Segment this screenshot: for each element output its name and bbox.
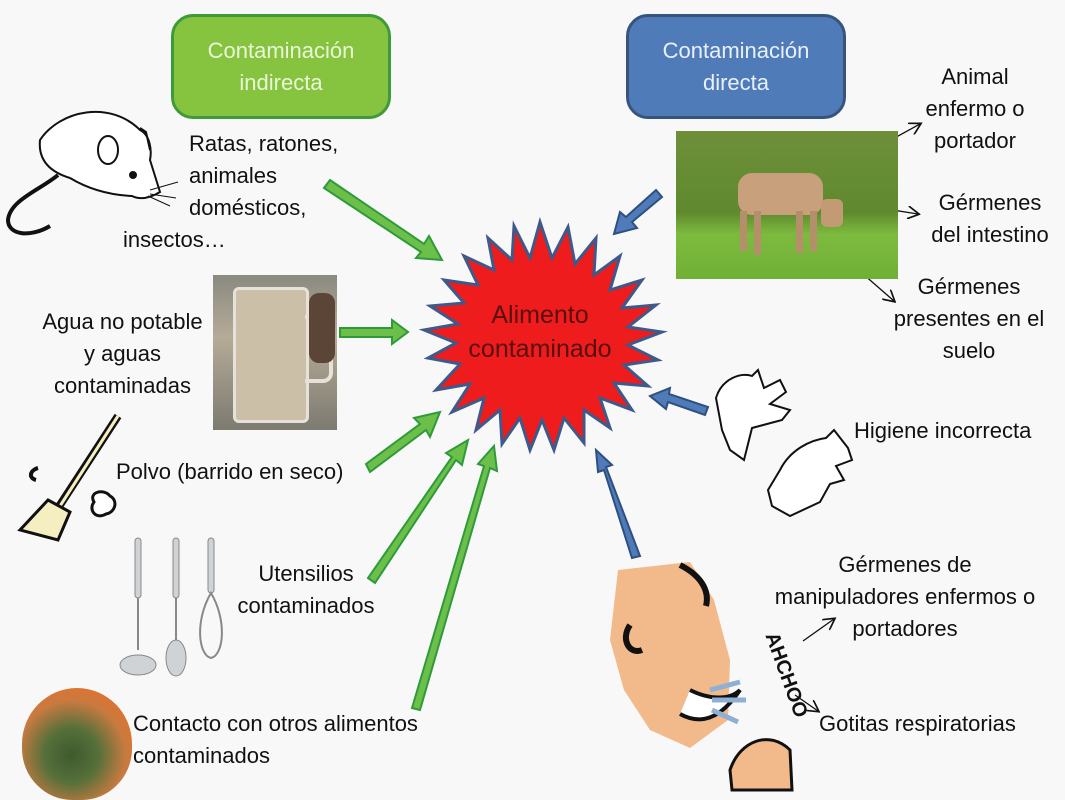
direct-contamination-box: Contaminación directa: [626, 14, 846, 119]
rat-icon: [5, 110, 179, 236]
dirty-water-mug-photo: [213, 275, 337, 430]
label-soil-germs: Gérmenes presentes en el suelo: [893, 274, 1045, 363]
grazing-cow-photo: [676, 131, 898, 279]
center-label: Alimento contaminado: [468, 301, 612, 363]
label-insects: insectos…: [123, 227, 226, 252]
label-handler-germs: Gérmenes de manipuladores enfermos o por…: [774, 552, 1036, 641]
direct-arrows: [594, 188, 710, 560]
indirect-arrows: [322, 178, 499, 712]
broom-icon: [17, 413, 122, 542]
label-intestinal-germs: Gérmenes del intestino: [931, 190, 1049, 247]
label-sick-animal: Animal enfermo o portador: [925, 64, 1025, 153]
label-water: Agua no potable y aguas contaminadas: [42, 309, 203, 398]
label-hygiene: Higiene incorrecta: [854, 418, 1032, 443]
starburst-shape: [418, 216, 668, 455]
label-utensils: Utensilios contaminados: [237, 561, 375, 618]
label-rats: Ratas, ratones, animales domésticos,: [189, 131, 339, 220]
label-food-contact: Contacto con otros alimentos contaminado…: [133, 711, 418, 768]
label-respiratory-droplets: Gotitas respiratorias: [819, 711, 1016, 736]
moldy-orange-photo: [22, 688, 132, 800]
hands-icon: [714, 368, 854, 518]
kitchen-utensils-photo: [119, 537, 223, 677]
indirect-contamination-box: Contaminación indirecta: [171, 14, 391, 119]
label-dust: Polvo (barrido en seco): [116, 459, 344, 484]
